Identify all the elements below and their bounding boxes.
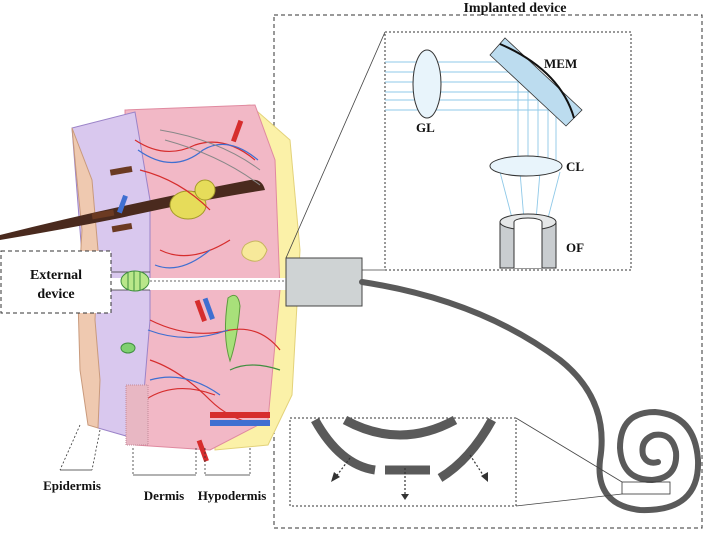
optical-fiber xyxy=(499,213,557,269)
cl-lens xyxy=(489,155,563,177)
mem-mirror xyxy=(489,37,583,127)
gl-label: GL xyxy=(416,120,435,135)
hair-stub-2 xyxy=(91,209,115,220)
blood-vessels-red xyxy=(134,139,281,426)
of-label: OF xyxy=(566,240,584,255)
vessel-stub-5 xyxy=(196,439,209,462)
dermis-bracket xyxy=(132,448,197,476)
emission-arrowheads xyxy=(331,472,488,500)
epidermis-bracket xyxy=(59,424,101,471)
external-device-label-line2: device xyxy=(37,287,74,302)
dermis-label: Dermis xyxy=(144,488,184,503)
vessel-stub-1 xyxy=(194,299,207,322)
skin-illustration xyxy=(0,104,301,462)
hair-stub-1 xyxy=(109,165,133,176)
electrode-lead xyxy=(359,279,702,514)
cl-label: CL xyxy=(566,159,584,174)
hypodermis-bracket xyxy=(204,448,251,476)
nerve-fiber-green xyxy=(229,364,281,371)
emission-arrows xyxy=(334,454,486,496)
artery-bundle-red xyxy=(210,412,270,418)
hair-stub-3 xyxy=(111,222,133,233)
vessel-stub-3 xyxy=(231,119,244,143)
implanted-device-title: Implanted device xyxy=(463,1,566,16)
epidermis-label: Epidermis xyxy=(43,478,101,493)
nerve-fiber-2 xyxy=(164,139,261,186)
zoom-line-top xyxy=(285,31,386,259)
electrode-zoom-line-top xyxy=(515,417,623,483)
gl-lens xyxy=(412,49,442,119)
blood-vessels-blue xyxy=(137,143,259,396)
hypodermis-label: Hypodermis xyxy=(198,488,267,503)
mem-label: MEM xyxy=(544,56,577,71)
external-coil-icon xyxy=(120,270,150,292)
external-device-label-line1: External xyxy=(30,268,82,283)
vessel-stub-2 xyxy=(202,297,215,320)
sweat-gland xyxy=(241,240,268,262)
implant-housing xyxy=(285,257,363,307)
electrode-zoom-line-bottom xyxy=(515,493,623,507)
electrode-zoom-target xyxy=(621,481,671,495)
vessel-stub-4 xyxy=(117,194,128,214)
vein-bundle-blue xyxy=(210,420,270,426)
green-bulb xyxy=(120,342,136,354)
external-device-box xyxy=(0,250,112,314)
nerve-fiber xyxy=(159,129,261,171)
dermis-texture xyxy=(125,384,149,446)
sebaceous-gland-2 xyxy=(194,179,216,201)
electrode-arcs xyxy=(311,416,496,482)
